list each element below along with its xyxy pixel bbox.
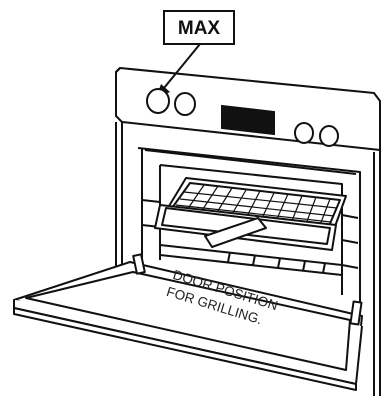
left-knob-2 [175,93,195,115]
max-knob [147,89,169,113]
max-arrow-line [164,44,200,88]
display-panel [222,106,274,134]
right-knob-2 [320,126,338,146]
max-label: MAX [178,18,221,39]
grill-rack [155,178,346,250]
control-panel [147,89,338,146]
right-knob-1 [295,123,313,143]
max-callout: MAX [156,11,234,98]
